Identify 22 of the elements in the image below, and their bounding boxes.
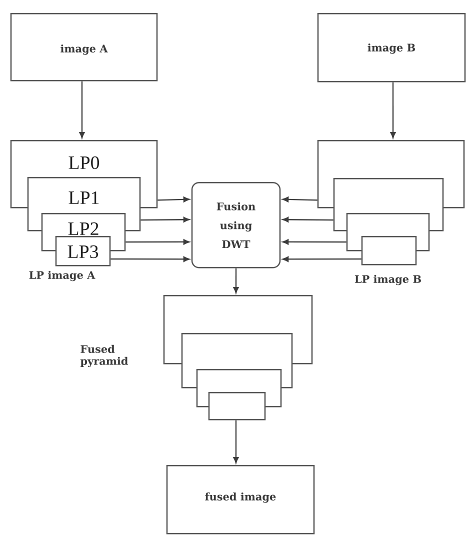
arrow	[233, 420, 239, 464]
arrow	[158, 196, 190, 202]
pyramid-level-box: LP3	[55, 236, 111, 266]
arrow	[390, 82, 396, 138]
rounded-process-box: Fusion using DWT	[191, 182, 281, 268]
process-box: fused image	[166, 465, 315, 534]
pyramid-level-box	[208, 392, 266, 420]
caption: LP image A	[29, 270, 96, 282]
arrow	[79, 81, 85, 138]
process-box: image A	[10, 13, 158, 82]
arrow	[282, 239, 346, 245]
arrow	[140, 216, 190, 222]
pyramid-level-box	[361, 236, 417, 266]
arrow	[126, 239, 190, 245]
process-box: image B	[317, 13, 466, 82]
arrow	[282, 256, 362, 262]
arrow	[282, 216, 334, 222]
arrow	[233, 268, 239, 294]
caption: Fused pyramid	[80, 344, 128, 368]
caption: LP image B	[354, 274, 421, 286]
arrow	[110, 256, 190, 262]
arrow	[282, 196, 318, 202]
